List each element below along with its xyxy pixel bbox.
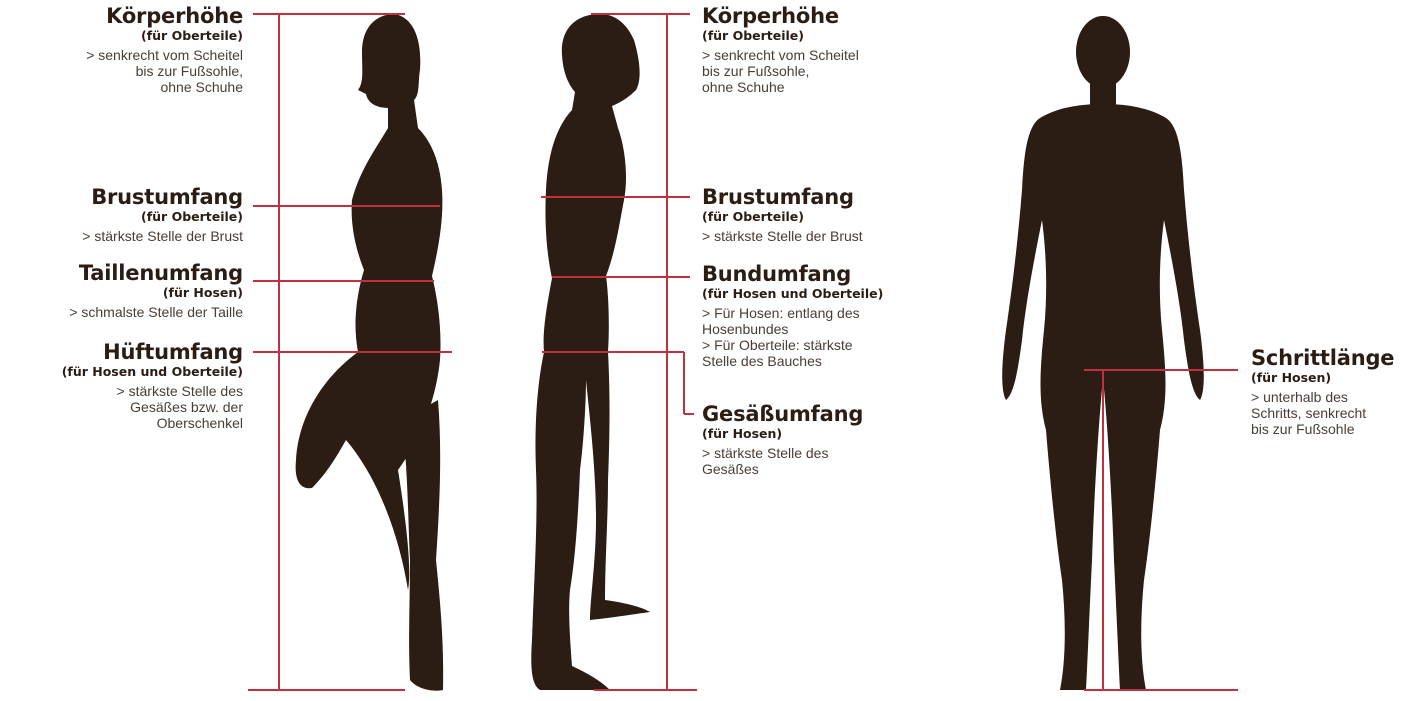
label-bundumfang-man: Bundumfang (für Hosen und Oberteile) Für…: [702, 262, 883, 369]
label-hueftumfang-woman: Hüftumfang (für Hosen und Oberteile) stä…: [62, 340, 243, 431]
subtitle: (für Oberteile): [702, 28, 859, 43]
subtitle: (für Hosen): [702, 426, 863, 441]
woman-standing-leg: [402, 400, 443, 691]
title: Bundumfang: [702, 262, 883, 286]
title: Gesäßumfang: [702, 402, 863, 426]
title: Taillenumfang: [69, 261, 243, 285]
title: Körperhöhe: [702, 4, 859, 28]
title: Hüftumfang: [62, 340, 243, 364]
label-taillenumfang-woman: Taillenumfang (für Hosen) schmalste Stel…: [69, 261, 243, 320]
description: senkrecht vom Scheitel bis zur Fußsohle,…: [86, 47, 243, 95]
description: unterhalb des Schritts, senkrecht bis zu…: [1251, 389, 1394, 437]
description: senkrecht vom Scheitel bis zur Fußsohle,…: [702, 47, 859, 95]
description: stärkste Stelle des Gesäßes bzw. der Obe…: [62, 383, 243, 431]
label-brustumfang-man: Brustumfang (für Oberteile) stärkste Ste…: [702, 185, 863, 244]
description-hosen: Für Hosen: entlang des Hosenbundes: [702, 305, 883, 337]
subtitle: (für Oberteile): [86, 28, 243, 43]
label-koerperhoehe-woman: Körperhöhe (für Oberteile) senkrecht vom…: [86, 4, 243, 95]
description: stärkste Stelle der Brust: [702, 228, 863, 244]
subtitle: (für Oberteile): [82, 209, 243, 224]
label-brustumfang-woman: Brustumfang (für Oberteile) stärkste Ste…: [82, 185, 243, 244]
subtitle: (für Hosen): [69, 285, 243, 300]
subtitle: (für Hosen und Oberteile): [62, 364, 243, 379]
label-schrittlaenge: Schrittlänge (für Hosen) unterhalb des S…: [1251, 346, 1394, 437]
label-gesaessumfang-man: Gesäßumfang (für Hosen) stärkste Stelle …: [702, 402, 863, 477]
title: Brustumfang: [702, 185, 863, 209]
subtitle: (für Hosen): [1251, 370, 1394, 385]
description: schmalste Stelle der Taille: [69, 304, 243, 320]
subtitle: (für Oberteile): [702, 209, 863, 224]
title: Körperhöhe: [86, 4, 243, 28]
subtitle: (für Hosen und Oberteile): [702, 286, 883, 301]
description-oberteile: Für Oberteile: stärkste Stelle des Bauch…: [702, 337, 883, 369]
description: stärkste Stelle der Brust: [82, 228, 243, 244]
title: Schrittlänge: [1251, 346, 1394, 370]
title: Brustumfang: [82, 185, 243, 209]
description: stärkste Stelle des Gesäßes: [702, 445, 863, 477]
label-koerperhoehe-man: Körperhöhe (für Oberteile) senkrecht vom…: [702, 4, 859, 95]
